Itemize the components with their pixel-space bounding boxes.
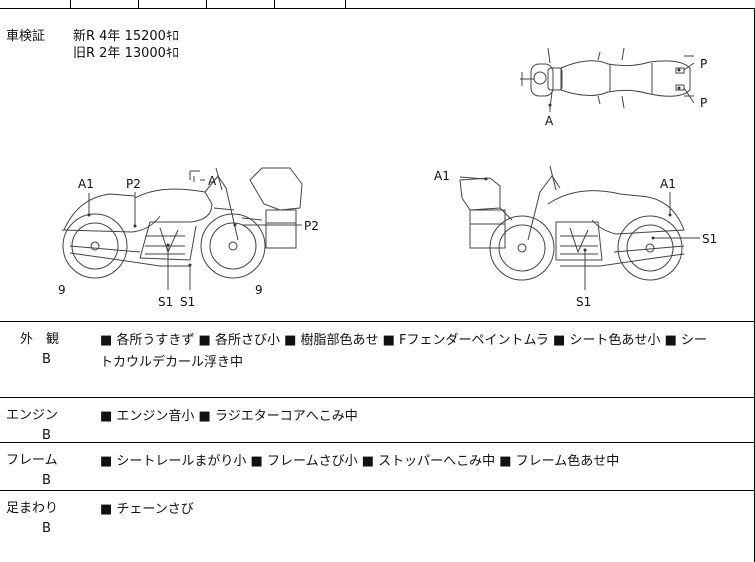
damage-diagram-area: 車検証 新R 4年 15200ｷﾛ 旧R 2年 13000ｷﾛ xyxy=(0,8,755,321)
label-top-p2: P xyxy=(700,96,707,110)
label-left-9a: 9 xyxy=(58,283,66,297)
section-title: エンジン xyxy=(6,408,59,423)
label-left-s1b: S1 xyxy=(180,295,195,309)
right-side-motorcycle-icon xyxy=(459,165,685,281)
label-left-a: A xyxy=(208,174,217,188)
section-title: 足まわり xyxy=(6,501,59,516)
damage-markers xyxy=(87,68,681,267)
left-side-motorcycle-icon xyxy=(61,167,303,279)
strip-divider xyxy=(274,0,275,8)
section-grade: B xyxy=(42,352,51,367)
section-notes: ■ エンジン音小 ■ ラジエターコアへこみ中 xyxy=(100,406,745,428)
top-view-motorcycle-icon xyxy=(520,47,694,109)
label-right-a1-left: A1 xyxy=(434,169,450,183)
section-header: 外 観 B xyxy=(6,330,84,370)
label-top-a: A xyxy=(545,114,554,128)
section-title: フレーム xyxy=(6,453,58,468)
condition-sections: 外 観 B ■ 各所うすきず ■ 各所さび小 ■ 樹脂部色あせ ■ Fフェンダー… xyxy=(0,321,755,562)
inspection-row-old: 旧R 2年 13000ｷﾛ xyxy=(73,46,179,61)
section-header: フレーム B xyxy=(6,451,84,491)
section-title: 外 観 xyxy=(20,332,60,347)
section-note-line: トカウルデカール浮き中 xyxy=(100,355,244,370)
section-header: 足まわり B xyxy=(6,499,84,539)
section-grade: B xyxy=(42,521,51,536)
strip-divider xyxy=(206,0,207,8)
label-right-s1-bottom: S1 xyxy=(576,295,591,309)
inspection-row-new: 新R 4年 15200ｷﾛ xyxy=(73,29,179,44)
section-suspension: 足まわり B ■ チェーンさび xyxy=(0,491,755,562)
section-note-line: ■ 各所うすきず ■ 各所さび小 ■ 樹脂部色あせ ■ Fフェンダーペイントムラ… xyxy=(100,333,707,348)
section-note-line: ■ チェーンさび xyxy=(100,502,194,517)
label-right-a1-right: A1 xyxy=(660,177,676,191)
section-grade: B xyxy=(42,473,51,488)
section-notes: ■ 各所うすきず ■ 各所さび小 ■ 樹脂部色あせ ■ Fフェンダーペイントムラ… xyxy=(100,330,745,374)
section-notes: ■ シートレールまがり小 ■ フレームさび小 ■ ストッパーへこみ中 ■ フレー… xyxy=(100,451,745,473)
section-engine: エンジン B ■ エンジン音小 ■ ラジエターコアへこみ中 xyxy=(0,398,755,443)
section-note-line: ■ シートレールまがり小 ■ フレームさび小 ■ ストッパーへこみ中 ■ フレー… xyxy=(100,454,620,469)
section-exterior: 外 観 B ■ 各所うすきず ■ 各所さび小 ■ 樹脂部色あせ ■ Fフェンダー… xyxy=(0,322,755,398)
label-left-9b: 9 xyxy=(255,283,263,297)
section-grade: B xyxy=(42,428,51,443)
section-notes: ■ チェーンさび xyxy=(100,499,745,521)
label-right-s1-side: S1 xyxy=(702,232,717,246)
strip-divider xyxy=(70,0,71,8)
inspection-label: 車検証 xyxy=(6,29,46,44)
motorcycle-diagrams: P P A A1 P2 A P2 9 S1 S1 9 A1 A1 S1 S1 xyxy=(58,47,717,309)
label-left-s1a: S1 xyxy=(158,295,173,309)
section-frame: フレーム B ■ シートレールまがり小 ■ フレームさび小 ■ ストッパーへこみ… xyxy=(0,443,755,491)
section-note-line: ■ エンジン音小 ■ ラジエターコアへこみ中 xyxy=(100,409,358,424)
section-header: エンジン B xyxy=(6,406,84,446)
top-table-strip xyxy=(0,0,755,9)
strip-divider xyxy=(345,0,346,8)
label-left-p2-top: P2 xyxy=(126,177,141,191)
label-top-p1: P xyxy=(700,57,707,71)
label-left-p2-side: P2 xyxy=(304,219,319,233)
strip-divider xyxy=(138,0,139,8)
leader-lines xyxy=(88,62,700,290)
label-left-a1: A1 xyxy=(78,177,94,191)
